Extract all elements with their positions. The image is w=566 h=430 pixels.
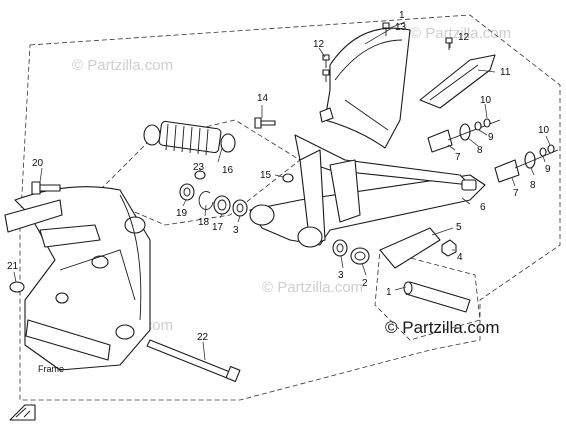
callout-23: 23 — [193, 162, 205, 173]
callout-19: 19 — [176, 208, 188, 219]
callout-8: 8 — [477, 145, 483, 156]
front-arrow-icon — [9, 404, 36, 421]
chain-adjuster-lower — [494, 144, 559, 183]
callout-10: 10 — [480, 95, 492, 106]
callout-10: 10 — [538, 125, 550, 136]
screw-12-b — [322, 54, 330, 82]
callout-9: 9 — [545, 164, 551, 175]
callout-3: 3 — [233, 225, 239, 236]
bolt-20 — [31, 181, 61, 195]
chain-cover-11 — [419, 54, 496, 109]
right-bearing-stack — [332, 239, 370, 265]
rear-fender-13 — [319, 27, 411, 149]
assembly-boundary — [19, 14, 561, 401]
rear-shock-absorber — [143, 120, 236, 156]
left-bearing-stack — [179, 183, 248, 217]
callout-3: 3 — [338, 270, 344, 281]
callout-12: 12 — [458, 32, 470, 43]
callout-11: 11 — [500, 67, 511, 78]
bolt-14 — [254, 117, 276, 129]
watermark-middle: © Partzilla.com — [262, 279, 363, 296]
callout-13: 13 — [395, 22, 407, 33]
bolt-boundary — [374, 249, 481, 341]
callout-12: 1 — [399, 10, 405, 21]
frame-label: Frame — [38, 364, 64, 374]
callout-15: 15 — [260, 170, 272, 181]
callout-14: 14 — [257, 93, 269, 104]
callout-labels: 1 13 12 12 11 14 15 16 23 20 21 22 5 4 6… — [7, 10, 551, 343]
callout-17: 17 — [212, 222, 224, 233]
callout-22: 22 — [197, 332, 209, 343]
nut-15 — [282, 173, 294, 183]
chain-guide-5 — [379, 227, 441, 269]
screw-12-c — [445, 37, 453, 50]
swingarm — [249, 134, 486, 248]
watermark-top-right: © Partzilla.com — [410, 25, 511, 42]
nut-4 — [441, 239, 457, 257]
pivot-bolt-22 — [146, 339, 241, 382]
callout-16: 16 — [222, 165, 234, 176]
callout-9: 9 — [488, 132, 494, 143]
callout-12: 12 — [313, 39, 325, 50]
callout-7: 7 — [513, 188, 519, 199]
leader-lines — [13, 21, 551, 361]
pivot-shaft-1 — [403, 281, 471, 313]
callout-5: 5 — [456, 222, 462, 233]
callout-6: 6 — [480, 202, 486, 213]
watermark-prominent: © Partzilla.com — [385, 318, 500, 337]
callout-4: 4 — [457, 252, 463, 263]
callout-18: 18 — [198, 217, 210, 228]
callout-21: 21 — [7, 261, 19, 272]
callout-8: 8 — [530, 180, 536, 191]
chain-adjuster-upper — [427, 118, 501, 153]
callout-2: 2 — [362, 278, 368, 289]
frame-assembly — [4, 186, 151, 371]
watermark-top-left: © Partzilla.com — [72, 57, 173, 74]
callout-20: 20 — [32, 158, 44, 169]
nut-21 — [9, 281, 25, 293]
callout-7: 7 — [455, 152, 461, 163]
callout-1: 1 — [386, 287, 392, 298]
